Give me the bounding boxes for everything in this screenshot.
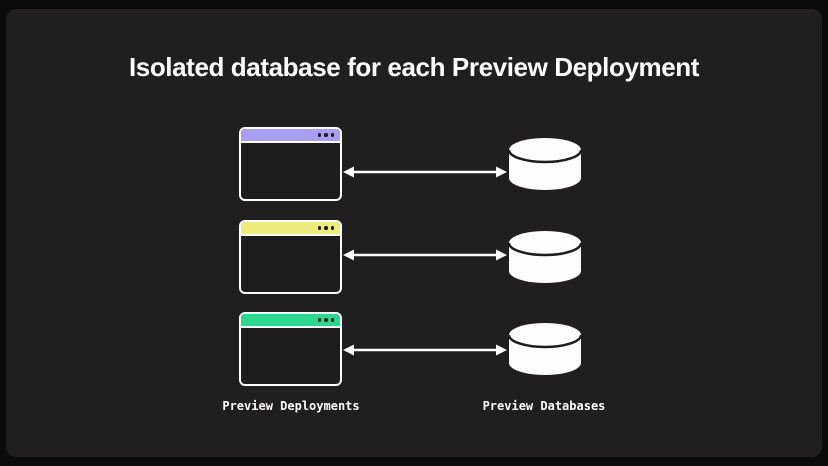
database-icon xyxy=(507,323,583,375)
database-icon xyxy=(507,231,583,283)
browser-window-1 xyxy=(239,127,342,201)
right-column-label: Preview Databases xyxy=(482,399,606,413)
bidirectional-arrow-icon xyxy=(343,249,507,261)
browser-window-3 xyxy=(239,312,342,386)
window-controls-dots-icon xyxy=(317,133,334,137)
browser-window-3-titlebar xyxy=(241,314,340,328)
left-column-label: Preview Deployments xyxy=(222,399,360,413)
diagram-title: Isolated database for each Preview Deplo… xyxy=(128,52,700,82)
browser-window-2 xyxy=(239,220,342,294)
window-controls-dots-icon xyxy=(317,226,334,230)
bidirectional-arrow-icon xyxy=(343,166,507,178)
slide-canvas xyxy=(6,9,822,457)
window-controls-dots-icon xyxy=(317,318,334,322)
database-icon xyxy=(507,138,583,190)
browser-window-1-titlebar xyxy=(241,129,340,143)
bidirectional-arrow-icon xyxy=(343,344,507,356)
browser-window-2-titlebar xyxy=(241,222,340,236)
